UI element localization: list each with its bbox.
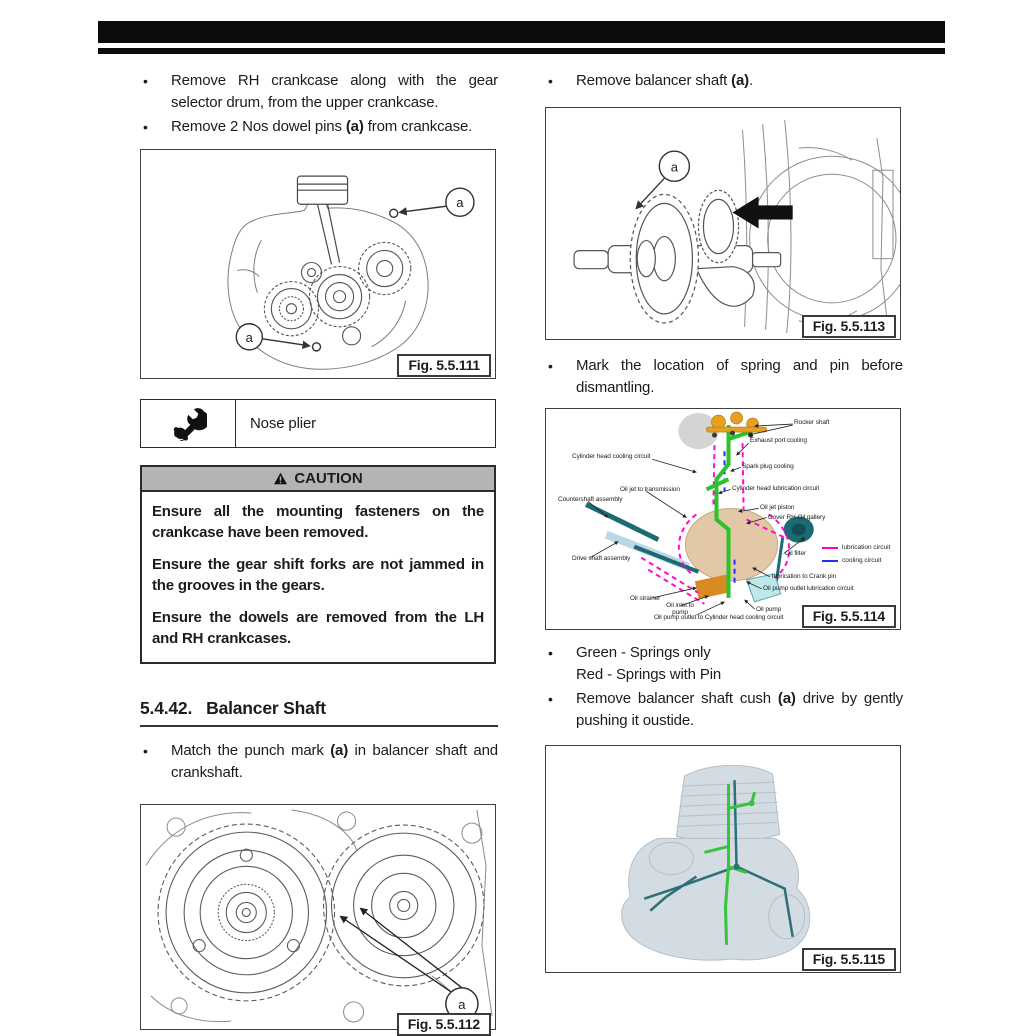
figure-caption: Fig. 5.5.111 bbox=[397, 354, 491, 377]
warning-triangle-icon bbox=[274, 472, 288, 485]
figure-balancer-shaft-removal: a Fig. 5.5.113 bbox=[545, 107, 901, 340]
bullet-match-punch-mark: Match the punch mark (a) in balancer sha… bbox=[140, 740, 498, 784]
diagram-label: Exhaust port cooling bbox=[750, 437, 807, 444]
bullet-mark-spring-pin: Mark the location of spring and pin befo… bbox=[545, 355, 903, 399]
bullet-remove-dowel-pins: Remove 2 Nos dowel pins (a) from crankca… bbox=[140, 116, 498, 138]
diagram-label: Cover RH Oil gallery bbox=[768, 514, 826, 521]
tool-name: Nose plier bbox=[250, 415, 317, 432]
caution-item: Ensure the gear shift forks are not jamm… bbox=[152, 556, 484, 594]
caution-box: CAUTION Ensure all the mounting fastener… bbox=[140, 465, 496, 664]
bullet-marker bbox=[545, 688, 576, 710]
bullet-remove-rh-crankcase: Remove RH crankcase along with the gear … bbox=[140, 70, 498, 114]
bullet-text: Mark the location of spring and pin befo… bbox=[576, 357, 903, 396]
crankcase-line-drawing: a a bbox=[227, 175, 475, 370]
diagram-label: lubrication to Crank pin bbox=[772, 573, 837, 580]
caution-item: Ensure the dowels are removed from the L… bbox=[152, 609, 484, 647]
figure-caption: Fig. 5.5.113 bbox=[801, 315, 896, 338]
direction-arrow bbox=[732, 196, 793, 229]
section-heading: 5.4.42. Balancer Shaft bbox=[140, 698, 498, 727]
diagram-label: Oil pump bbox=[756, 606, 782, 613]
bullet-marker bbox=[545, 642, 576, 664]
figure-caption: Fig. 5.5.112 bbox=[396, 1013, 491, 1036]
bullet-text: Remove balancer shaft bbox=[576, 72, 732, 89]
section-title: Balancer Shaft bbox=[206, 698, 326, 718]
bullet-marker bbox=[140, 740, 171, 762]
diagram-label: Cylinder head cooling circuit bbox=[572, 453, 651, 460]
figure-caption: Fig. 5.5.114 bbox=[801, 605, 896, 628]
bullet-marker bbox=[140, 70, 171, 92]
diagram-label: Oil pump outlet lubrication circuit bbox=[763, 585, 854, 592]
bullet-marker bbox=[545, 355, 576, 377]
bullet-green-red-springs: Green - Springs only Red - Springs with … bbox=[545, 642, 903, 686]
callout-a-bottom: a bbox=[246, 330, 254, 345]
caution-title: CAUTION bbox=[294, 470, 363, 487]
engine-render-drawing bbox=[621, 764, 811, 961]
gears-line-drawing: a bbox=[145, 809, 493, 1023]
figure-caption: Fig. 5.5.115 bbox=[801, 948, 896, 971]
diagram-label: Cylinder head lubrication circuit bbox=[732, 485, 820, 492]
caution-item: Ensure all the mounting fasteners on the… bbox=[152, 503, 484, 541]
diagram-label: Oil strainer bbox=[630, 595, 661, 602]
legend-cooling-circuit: cooling circuit bbox=[822, 557, 881, 564]
diagram-label: Oil pump outlet to Cylinder head cooling… bbox=[654, 614, 784, 621]
diagram-label: Drive shaft assembly bbox=[572, 555, 631, 562]
diagram-label: Oil filter bbox=[785, 550, 807, 557]
figure-engine-3d-render: Fig. 5.5.115 bbox=[545, 745, 901, 973]
diagram-label: Oil jet to transmission bbox=[620, 486, 680, 493]
callout-a-top: a bbox=[456, 195, 464, 210]
page-top-rule-thick bbox=[98, 21, 945, 43]
left-column: Remove RH crankcase along with the gear … bbox=[140, 70, 498, 1036]
bullet-marker bbox=[140, 116, 171, 138]
bullet-text: Match the punch mark bbox=[171, 742, 331, 759]
bullet-text: Remove 2 Nos dowel pins bbox=[171, 118, 346, 135]
right-column: Remove balancer shaft (a). bbox=[545, 70, 903, 973]
bullet-text: Green - Springs only bbox=[576, 644, 711, 661]
diagram-label: Rocker shaft bbox=[794, 419, 830, 426]
bullet-remove-cush-drive: Remove balancer shaft cush (a) drive by … bbox=[545, 688, 903, 732]
hand-wrench-tool-icon bbox=[173, 407, 207, 441]
diagram-label: Oil jet piston bbox=[760, 504, 795, 511]
diagram-label: Spark plug cooling bbox=[742, 463, 794, 470]
legend-label: lubrication circuit bbox=[842, 544, 891, 551]
bullet-text: Remove RH crankcase along with the gear … bbox=[171, 72, 498, 111]
oil-circuit-drawing bbox=[585, 411, 814, 616]
legend-swatch-lubrication bbox=[822, 546, 838, 549]
callout-a: a bbox=[458, 997, 466, 1012]
legend-label: cooling circuit bbox=[842, 557, 882, 564]
tool-requirement-box: Nose plier bbox=[140, 399, 496, 448]
diagram-label: Countershaft assembly bbox=[558, 496, 623, 503]
page-top-rule-thin bbox=[98, 48, 945, 54]
section-number: 5.4.42. bbox=[140, 698, 193, 718]
balancer-shaft-line-drawing: a bbox=[573, 120, 900, 334]
caution-body: Ensure all the mounting fasteners on the… bbox=[142, 492, 494, 662]
bullet-text: Red - Springs with Pin bbox=[576, 666, 722, 683]
figure-crankcase-dowels: a a Fig. 5.5.111 bbox=[140, 149, 496, 379]
legend-swatch-cooling bbox=[822, 559, 838, 562]
figure-punch-marks: a Fig. 5.5.112 bbox=[140, 804, 496, 1036]
figure-oil-circuit-diagram: Rocker shaft Exhaust port cooling Cylind… bbox=[545, 408, 901, 630]
legend-lubrication-circuit: lubrication circuit bbox=[822, 544, 890, 551]
diagram-label: Oil inlet to pump bbox=[666, 602, 694, 616]
caution-header: CAUTION bbox=[142, 467, 494, 492]
callout-a: a bbox=[671, 159, 679, 174]
bullet-marker bbox=[545, 70, 576, 92]
bullet-remove-balancer-shaft: Remove balancer shaft (a). bbox=[545, 70, 903, 92]
tool-icon-cell bbox=[141, 400, 236, 447]
bullet-text: Remove balancer shaft cush bbox=[576, 690, 778, 707]
